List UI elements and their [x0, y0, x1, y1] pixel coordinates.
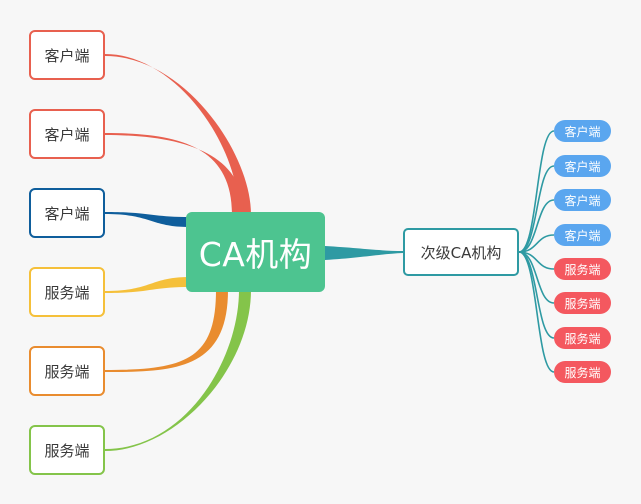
leaf-node-server-4[interactable]: 服务端: [554, 361, 611, 383]
sub-node-secondary-ca[interactable]: 次级CA机构: [403, 228, 519, 276]
leaf-node-client-3[interactable]: 客户端: [554, 189, 611, 211]
connector-left-3: [105, 212, 190, 227]
connector-sub-child-1: [518, 130, 555, 253]
leaf-node-server-2[interactable]: 服务端: [554, 292, 611, 314]
connector-left-6: [105, 290, 251, 451]
left-node-label: 服务端: [44, 283, 90, 302]
leaf-node-label: 客户端: [564, 193, 601, 208]
leaf-node-label: 服务端: [564, 365, 601, 380]
connector-root-to-sub: [325, 246, 403, 260]
connector-left-5: [105, 290, 228, 372]
connector-sub-child-3: [518, 199, 555, 253]
connector-left-1: [105, 54, 251, 214]
left-node-server-2[interactable]: 服务端: [29, 346, 105, 396]
connector-sub-child-2: [518, 165, 555, 253]
left-node-label: 客户端: [44, 204, 90, 223]
connector-sub-child-7: [518, 251, 555, 339]
connector-sub-child-8: [518, 251, 555, 373]
leaf-node-client-2[interactable]: 客户端: [554, 155, 611, 177]
leaf-node-label: 客户端: [564, 124, 601, 139]
left-node-label: 客户端: [44, 46, 90, 65]
leaf-node-label: 服务端: [564, 331, 601, 346]
sub-node-label: 次级CA机构: [420, 243, 502, 262]
left-node-label: 客户端: [44, 125, 90, 144]
left-node-label: 服务端: [44, 441, 90, 460]
left-node-client-2[interactable]: 客户端: [29, 109, 105, 159]
left-node-server-1[interactable]: 服务端: [29, 267, 105, 317]
root-node-label: CA机构: [198, 235, 313, 274]
leaf-node-label: 服务端: [564, 262, 601, 277]
leaf-node-client-4[interactable]: 客户端: [554, 224, 611, 246]
left-node-client-1[interactable]: 客户端: [29, 30, 105, 80]
leaf-node-label: 客户端: [564, 228, 601, 243]
left-node-server-3[interactable]: 服务端: [29, 425, 105, 475]
connector-left-4: [105, 277, 190, 293]
root-node-ca[interactable]: CA机构: [186, 212, 325, 292]
leaf-node-label: 客户端: [564, 159, 601, 174]
leaf-node-label: 服务端: [564, 296, 601, 311]
left-node-label: 服务端: [44, 362, 90, 381]
leaf-node-server-1[interactable]: 服务端: [554, 258, 611, 280]
leaf-node-server-3[interactable]: 服务端: [554, 327, 611, 349]
left-node-client-3[interactable]: 客户端: [29, 188, 105, 238]
leaf-node-client-1[interactable]: 客户端: [554, 120, 611, 142]
